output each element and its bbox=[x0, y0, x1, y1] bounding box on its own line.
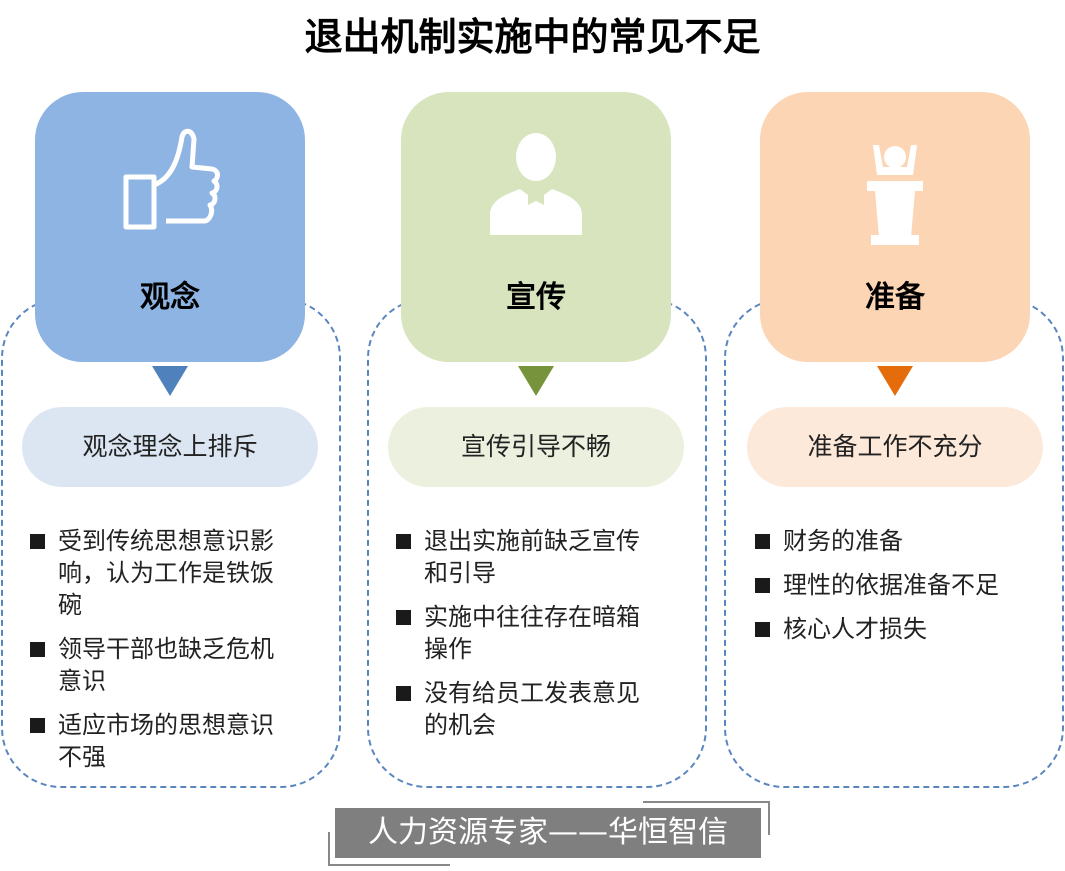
category-card: 准备 bbox=[760, 92, 1030, 362]
podium-speaker-icon bbox=[867, 145, 923, 245]
footer-bracket bbox=[328, 832, 450, 866]
list-item: 财务的准备 bbox=[755, 525, 1045, 557]
bullet-list: 受到传统思想意识影响，认为工作是铁饭碗 领导干部也缺乏危机意识 适应市场的思想意… bbox=[30, 525, 280, 785]
list-item: 没有给员工发表意见的机会 bbox=[396, 677, 646, 741]
category-card: 宣传 bbox=[401, 92, 671, 362]
category-heading: 观念 bbox=[140, 280, 200, 315]
down-arrow-icon bbox=[518, 366, 554, 396]
summary-pill: 观念理念上排斥 bbox=[22, 407, 318, 487]
summary-pill: 准备工作不充分 bbox=[747, 407, 1043, 487]
category-heading: 宣传 bbox=[506, 280, 566, 315]
down-arrow-icon bbox=[877, 366, 913, 396]
bullet-list: 财务的准备 理性的依据准备不足 核心人才损失 bbox=[755, 525, 1045, 657]
summary-pill: 宣传引导不畅 bbox=[388, 407, 684, 487]
page-title: 退出机制实施中的常见不足 bbox=[304, 15, 761, 59]
list-item: 核心人才损失 bbox=[755, 613, 1045, 645]
down-arrow-icon bbox=[152, 366, 188, 396]
thumbs-up-icon bbox=[123, 128, 220, 230]
footer-bracket bbox=[643, 801, 770, 835]
list-item: 理性的依据准备不足 bbox=[755, 569, 1045, 601]
category-card: 观念 bbox=[35, 92, 305, 362]
footer-banner: 人力资源专家——华恒智信 bbox=[335, 808, 761, 858]
presenter-icon bbox=[490, 133, 582, 235]
bullet-list: 退出实施前缺乏宣传和引导 实施中往往存在暗箱操作 没有给员工发表意见的机会 bbox=[396, 525, 646, 753]
list-item: 退出实施前缺乏宣传和引导 bbox=[396, 525, 646, 589]
list-item: 实施中往往存在暗箱操作 bbox=[396, 601, 646, 665]
list-item: 适应市场的思想意识不强 bbox=[30, 709, 280, 773]
list-item: 受到传统思想意识影响，认为工作是铁饭碗 bbox=[30, 525, 280, 621]
list-item: 领导干部也缺乏危机意识 bbox=[30, 633, 280, 697]
category-heading: 准备 bbox=[865, 280, 925, 315]
